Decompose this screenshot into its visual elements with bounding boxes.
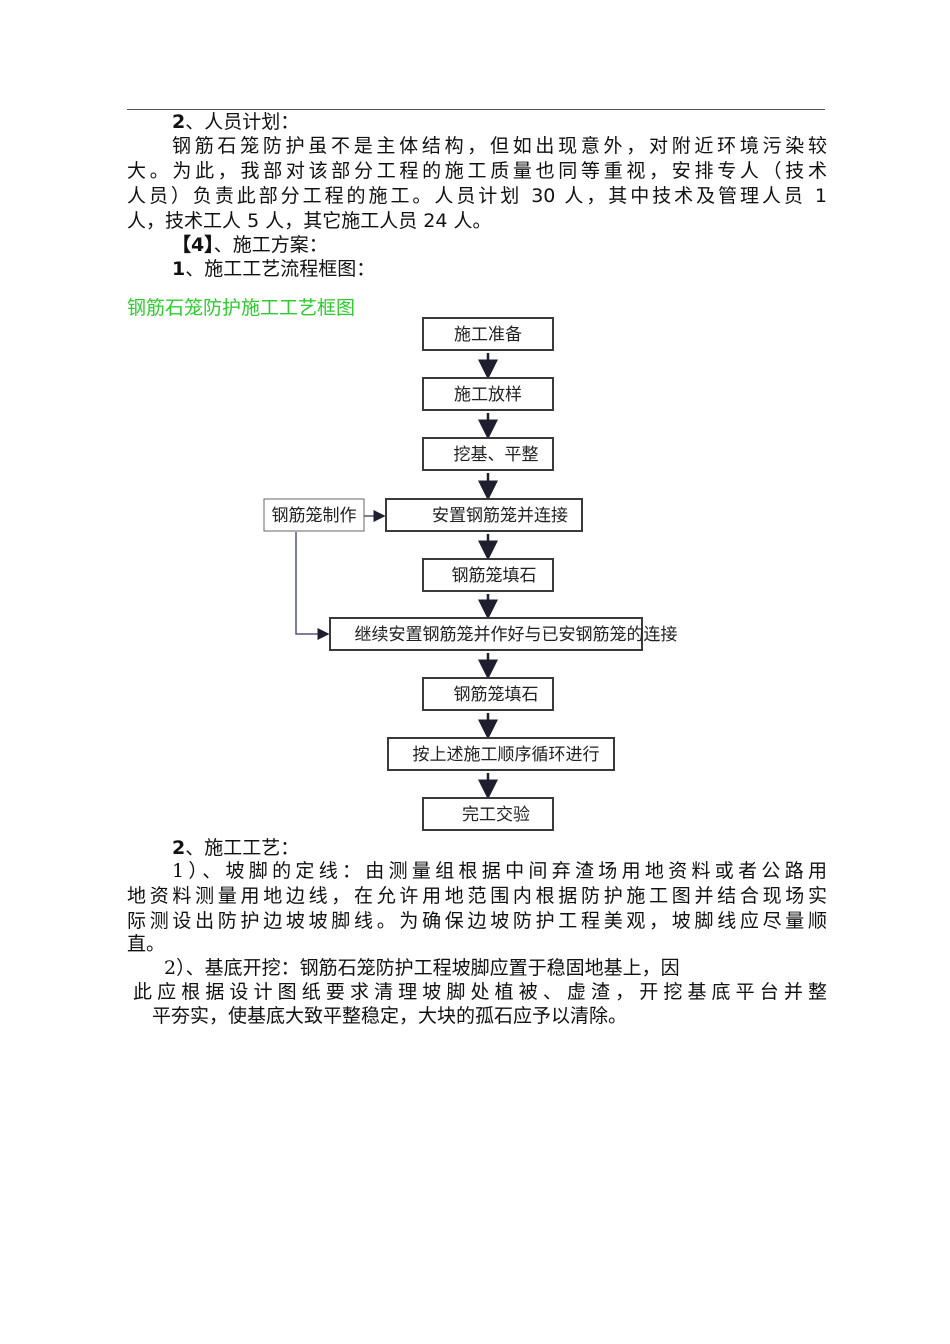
bracket-close: 】 [204, 234, 214, 256]
staff-heading-number: 2 [172, 111, 186, 133]
craft-heading: 2、施工工艺： [172, 836, 827, 861]
flowchart-subheading-text: 、施工工艺流程框图： [185, 258, 376, 280]
craft-heading-text: 、施工工艺： [185, 837, 300, 859]
plan-heading-number: 4 [191, 234, 205, 256]
step-box-3: 挖基、平整 [422, 437, 556, 473]
step-label-4: 安置钢筋笼并连接 [432, 506, 568, 526]
step-box-2: 施工放样 [422, 377, 556, 413]
staff-para-line-1: 钢筋石笼防护虽不是主体结构，但如出现意外，对附近环境污染较 [172, 135, 827, 157]
craft-p2-line-3: 平夯实，使基底大致平整稳定，大块的孤石应予以清除。 [152, 1005, 628, 1027]
staff-heading-text: 、人员计划： [185, 111, 300, 133]
text-run: 人，技术工人 [127, 210, 242, 232]
text-run: 人。 [453, 210, 492, 232]
staff-para-line-4: 人，技术工人 5 人，其它施工人员 24 人。 [127, 209, 827, 234]
craft-p2-line-2: 此应根据设计图纸要求清理坡脚处植被、虚渣，开挖基底平台并整 [133, 981, 827, 1003]
craft-heading-number: 2 [172, 837, 186, 859]
side-label: 钢筋笼制作 [272, 506, 357, 526]
step-box-7: 钢筋笼填石 [422, 677, 556, 713]
step-box-9: 完工交验 [422, 797, 556, 833]
text-run: 人员）负责此部分工程的施工。人员计划 [127, 185, 523, 207]
step-box-5: 钢筋笼填石 [422, 558, 556, 594]
staff-count-other: 24 [423, 210, 448, 232]
craft-p1-line-1: 1）、坡脚的定线：由测量组根据中间弃渣场用地资料或者公路用 [172, 860, 827, 882]
staff-para-line-3: 人员）负责此部分工程的施工。人员计划 30 人，其中技术及管理人员 1 [127, 184, 827, 209]
staff-count-total: 30 [531, 185, 556, 207]
step-box-4: 安置钢筋笼并连接 [385, 498, 585, 534]
bracket-open: 【 [172, 234, 192, 256]
plan-heading: 【4】、施工方案： [172, 233, 827, 258]
step-box-1: 施工准备 [422, 317, 556, 353]
step-box-8: 按上述施工顺序循环进行 [387, 737, 617, 773]
step-label-2: 施工放样 [454, 385, 522, 405]
diagram-title: 钢筋石笼防护施工工艺框图 [127, 297, 356, 319]
text-run: 人，其它施工人员 [265, 210, 418, 232]
step-box-6: 继续安置钢筋笼并作好与已安钢筋笼的连接 [329, 617, 678, 653]
staff-heading: 2、人员计划： [172, 110, 827, 135]
step-label-5: 钢筋笼填石 [452, 566, 537, 586]
step-label-8: 按上述施工顺序循环进行 [413, 745, 600, 765]
craft-p1-line-2: 地资料测量用地边线，在允许用地范围内根据防护施工图并结合现场实 [127, 885, 827, 907]
craft-p1-line-4: 直。 [127, 933, 166, 955]
header-rule [127, 109, 825, 110]
staff-count-skilled: 5 [247, 210, 260, 232]
flowchart-subheading-number: 1 [172, 258, 186, 280]
step-label-3: 挖基、平整 [454, 445, 539, 465]
arrow-side-s6 [295, 532, 330, 640]
staff-para-line-2: 大。为此，我部对该部分工程的施工质量也同等重视，安排专人（技术 [127, 160, 827, 182]
text-run: 人，其中技术及管理人员 [564, 185, 806, 207]
step-label-6: 继续安置钢筋笼并作好与已安钢筋笼的连接 [355, 625, 678, 645]
craft-p2-line-1: 2）、基底开挖：钢筋石笼防护工程坡脚应置于稳固地基上，因 [164, 957, 680, 979]
side-box-cage-making: 钢筋笼制作 [263, 498, 365, 532]
step-label-1: 施工准备 [454, 325, 522, 345]
craft-p1-line-3: 际测设出防护边坡坡脚线。为确保边坡防护工程美观，坡脚线应尽量顺 [127, 910, 827, 932]
staff-count-tech-mgmt: 1 [814, 185, 827, 207]
step-label-7: 钢筋笼填石 [454, 685, 539, 705]
plan-heading-text: 、施工方案： [213, 234, 328, 256]
flowchart-subheading: 1、施工工艺流程框图： [172, 257, 827, 282]
step-label-9: 完工交验 [462, 805, 530, 825]
